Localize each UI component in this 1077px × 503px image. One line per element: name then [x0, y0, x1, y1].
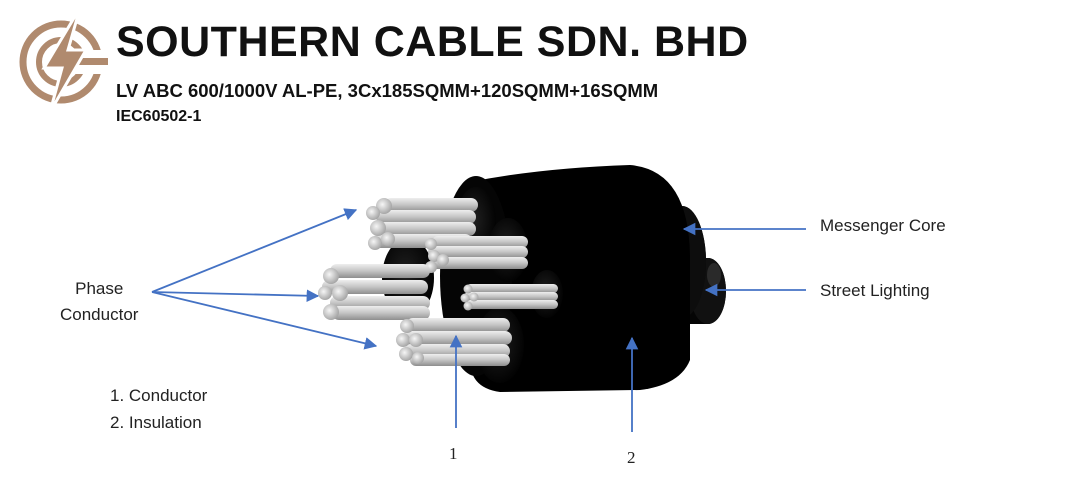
street-lighting-label: Street Lighting [820, 281, 930, 300]
phase-label-line1: Phase [75, 279, 124, 298]
phase-conductor-label: Phase Conductor [60, 276, 138, 328]
legend-conductor: 1. Conductor [110, 386, 208, 405]
messenger-core-label: Messenger Core [820, 216, 946, 235]
cable-spec: LV ABC 600/1000V AL-PE, 3Cx185SQMM+120SQ… [116, 80, 659, 101]
phase-conductor-upper-middle [425, 236, 528, 273]
company-name: SOUTHERN CABLE SDN. BHD [116, 18, 749, 66]
phase-conductor-left [318, 264, 430, 320]
callout-arrows [151, 208, 806, 432]
company-logo [19, 7, 108, 113]
legend-insulation: 2. Insulation [110, 413, 202, 432]
callout-number-2: 2 [627, 448, 636, 467]
lighting-conductor [460, 284, 558, 311]
phase-arrow-bottom [151, 291, 378, 350]
phase-arrow-middle [151, 289, 320, 303]
phase-arrow-top [151, 208, 358, 293]
callout-number-1: 1 [449, 444, 458, 463]
phase-label-line2: Conductor [60, 305, 139, 324]
phase-conductor-bottom [396, 318, 512, 366]
standard-code: IEC60502-1 [116, 108, 202, 125]
